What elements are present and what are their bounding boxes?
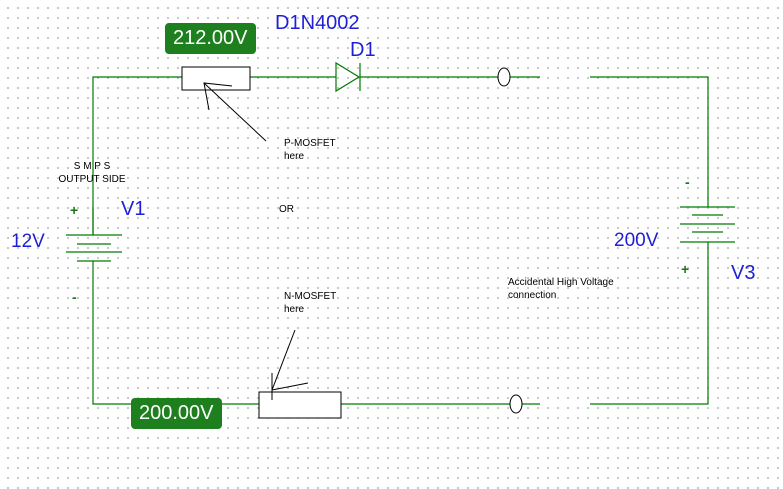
v3-ref-label: V3	[731, 262, 756, 284]
n-mosfet-arrow-line	[271, 329, 296, 391]
p-mosfet-note: P-MOSFET here	[284, 137, 336, 163]
p-mosfet-body	[181, 66, 251, 91]
p-mosfet-note-line2: here	[284, 151, 305, 162]
n-mosfet-body	[258, 391, 342, 419]
v1-value-label: 12V	[11, 231, 45, 252]
wire-left-bottom	[92, 268, 259, 405]
battery-v1-symbol	[66, 207, 122, 268]
smps-note-line1: S M P S	[73, 161, 111, 172]
diode-triangle	[335, 61, 361, 93]
p-mosfet-pointer	[203, 82, 267, 142]
connector-bottom	[509, 394, 523, 414]
v1-ref-label: V1	[121, 198, 146, 220]
p-mosfet-arrow-head	[203, 82, 233, 111]
n-mosfet-note-line1: N-MOSFET	[284, 291, 337, 302]
wires	[92, 76, 709, 405]
connector-top	[497, 67, 511, 87]
accidental-connection-note: Accidental High Voltage connection	[508, 276, 614, 302]
voltage-probe-bottom[interactable]: 200.00V	[131, 398, 222, 429]
or-note: OR	[279, 204, 294, 215]
v3-value-label: 200V	[614, 230, 659, 251]
v1-plus-sign: +	[70, 202, 79, 218]
v3-plus-sign: +	[681, 261, 690, 277]
p-mosfet-symbol	[181, 66, 251, 91]
n-mosfet-note-line2: here	[284, 304, 305, 315]
n-mosfet-note: N-MOSFET here	[284, 290, 336, 316]
connectors	[497, 67, 523, 414]
diode-d1-symbol	[335, 61, 361, 93]
wire-left-top	[92, 76, 182, 235]
wire-right-top	[590, 76, 709, 207]
p-mosfet-arrow-line	[203, 82, 267, 142]
n-mosfet-pointer	[271, 329, 309, 400]
diode-model-label: D1N4002	[275, 12, 360, 34]
wire-right-bottom	[590, 254, 709, 405]
n-mosfet-arrow-tail	[271, 382, 309, 391]
v1-minus-sign: -	[72, 289, 77, 305]
accidental-note-line1: Accidental High Voltage	[508, 277, 614, 288]
accidental-note-line2: connection	[508, 290, 557, 301]
n-mosfet-symbol	[258, 391, 342, 419]
diode-ref-label: D1	[350, 39, 376, 61]
voltage-probe-top[interactable]: 212.00V	[165, 23, 256, 54]
battery-v3-symbol	[680, 206, 735, 254]
v3-minus-sign: -	[685, 174, 690, 190]
p-mosfet-note-line1: P-MOSFET	[284, 138, 336, 149]
smps-note-line2: OUTPUT SIDE	[58, 174, 126, 185]
smps-note: S M P S OUTPUT SIDE	[44, 160, 140, 186]
